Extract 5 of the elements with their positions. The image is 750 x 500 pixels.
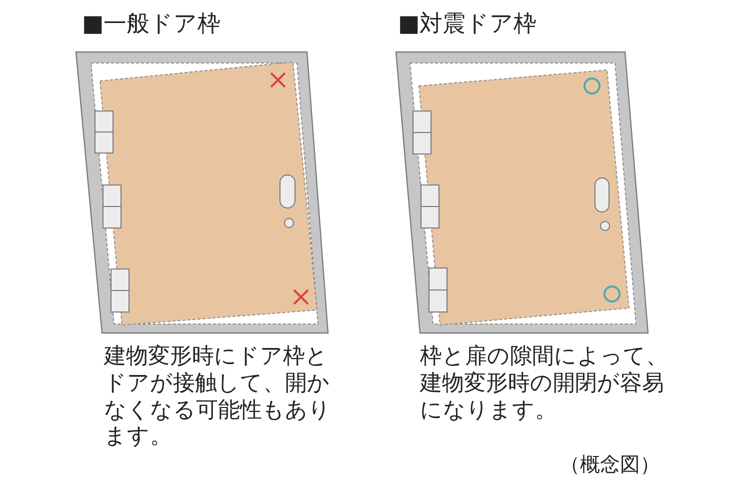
description-text: 建物変形時にドア枠とドアが接触して、開かなくなる可能性もあります。 [104, 344, 332, 452]
note-text: （概念図） [560, 452, 660, 476]
description-text: 枠と扉の隙間によって、建物変形時の開閉が容易になります。 [420, 344, 669, 424]
panel-heading: ■対震ドア枠 [398, 10, 537, 38]
panel-heading: ■一般ドア枠 [82, 10, 221, 38]
